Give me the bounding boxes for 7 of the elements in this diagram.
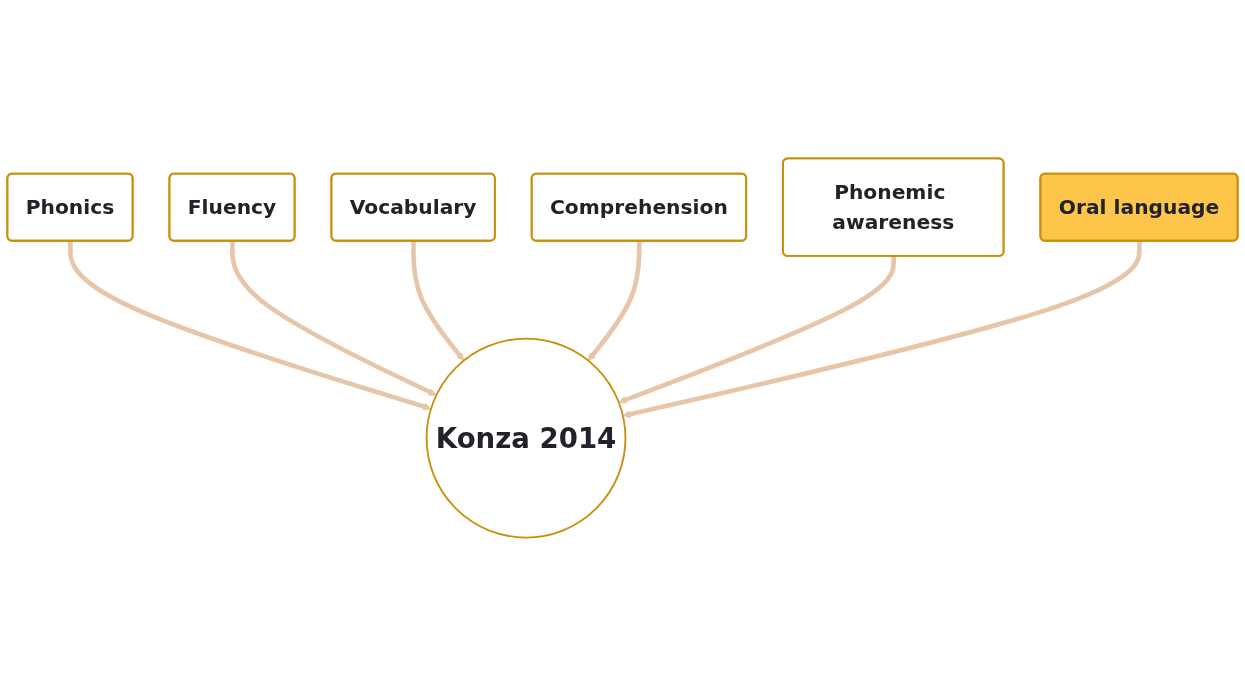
arrow [68,241,432,411]
arrow [587,241,642,361]
arrow [622,241,1142,419]
node-circle: Konza 2014 [425,337,627,539]
arrow [230,241,437,396]
arrow [618,256,897,404]
arrow [411,241,465,361]
